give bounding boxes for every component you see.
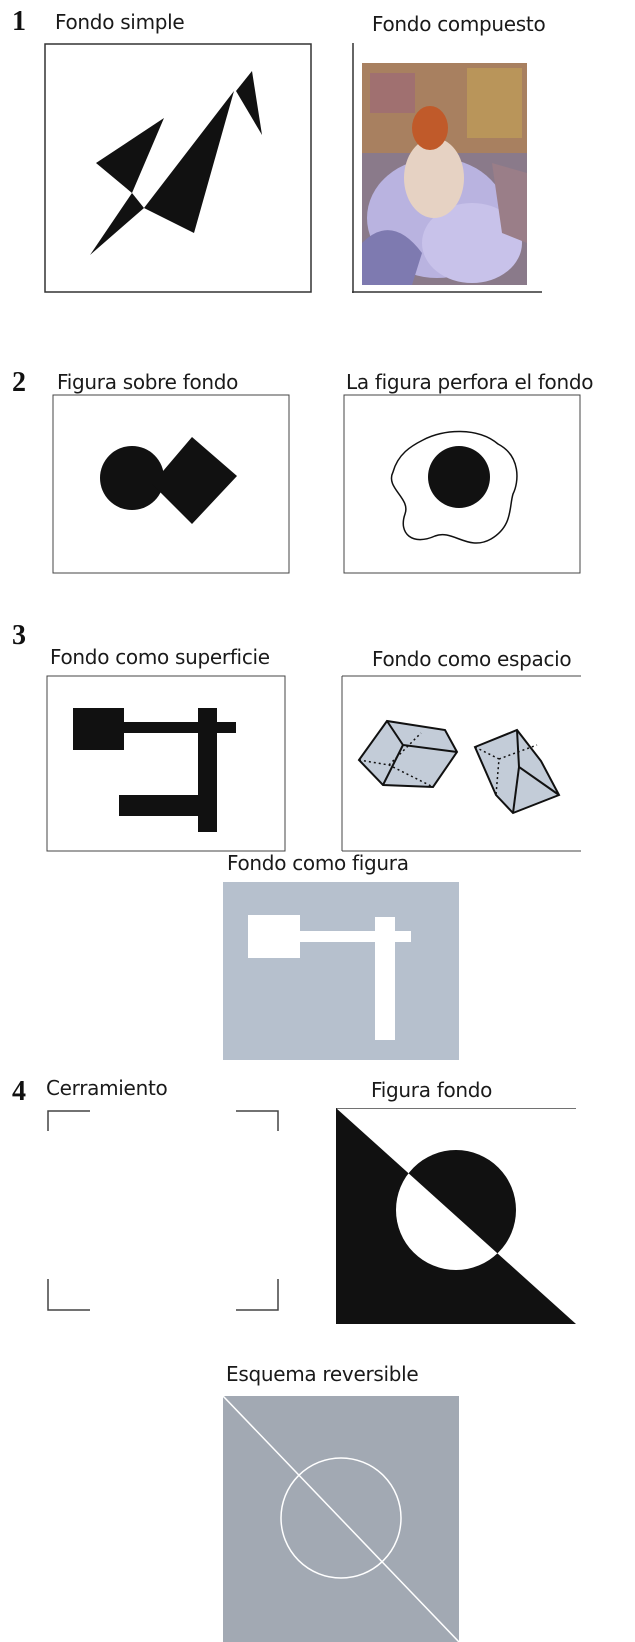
panel-fondo-como-espacio (341, 675, 581, 852)
panel-fondo-como-superficie (46, 675, 286, 852)
panel-cerramiento (47, 1110, 279, 1311)
cube-left (357, 719, 459, 789)
abstract-black-shape (90, 71, 262, 255)
caption-fondo-como-figura: Fondo como figura (227, 851, 409, 875)
panel-esquema-reversible (223, 1396, 459, 1642)
panel-fondo-compuesto (352, 43, 542, 293)
section-number-3: 3 (12, 620, 26, 651)
diagonal-line (223, 1396, 459, 1642)
caption-figura-sobre-fondo: Figura sobre fondo (57, 370, 239, 394)
panel-fondo-simple (44, 43, 312, 293)
section-number-4: 4 (12, 1076, 26, 1107)
circle-outline (280, 1457, 402, 1579)
section-number-2: 2 (12, 367, 26, 398)
circle-and-diamond-shape (100, 437, 237, 524)
panel-frame (44, 43, 312, 293)
panel-fondo-como-figura (223, 882, 459, 1060)
caption-la-figura-perfora-el-fondo: La figura perfora el fondo (346, 370, 594, 394)
panel-la-figura-perfora-el-fondo (343, 394, 581, 574)
caption-figura-fondo: Figura fondo (371, 1078, 493, 1102)
black-circle (428, 446, 490, 508)
black-bars-composition (73, 708, 236, 832)
corner-marks (47, 1110, 279, 1311)
panel-figura-fondo (336, 1108, 576, 1324)
caption-fondo-simple: Fondo simple (55, 10, 185, 34)
painting-image (362, 63, 527, 285)
cube-right (473, 728, 561, 815)
irregular-outline (390, 430, 518, 544)
caption-fondo-como-superficie: Fondo como superficie (50, 645, 270, 669)
section-number-1: 1 (12, 6, 26, 37)
caption-cerramiento: Cerramiento (46, 1076, 168, 1100)
caption-esquema-reversible: Esquema reversible (226, 1362, 419, 1386)
caption-fondo-como-espacio: Fondo como espacio (372, 647, 572, 671)
panel-figura-sobre-fondo (52, 394, 290, 574)
white-bars-composition (248, 915, 411, 1040)
caption-fondo-compuesto: Fondo compuesto (372, 12, 546, 36)
